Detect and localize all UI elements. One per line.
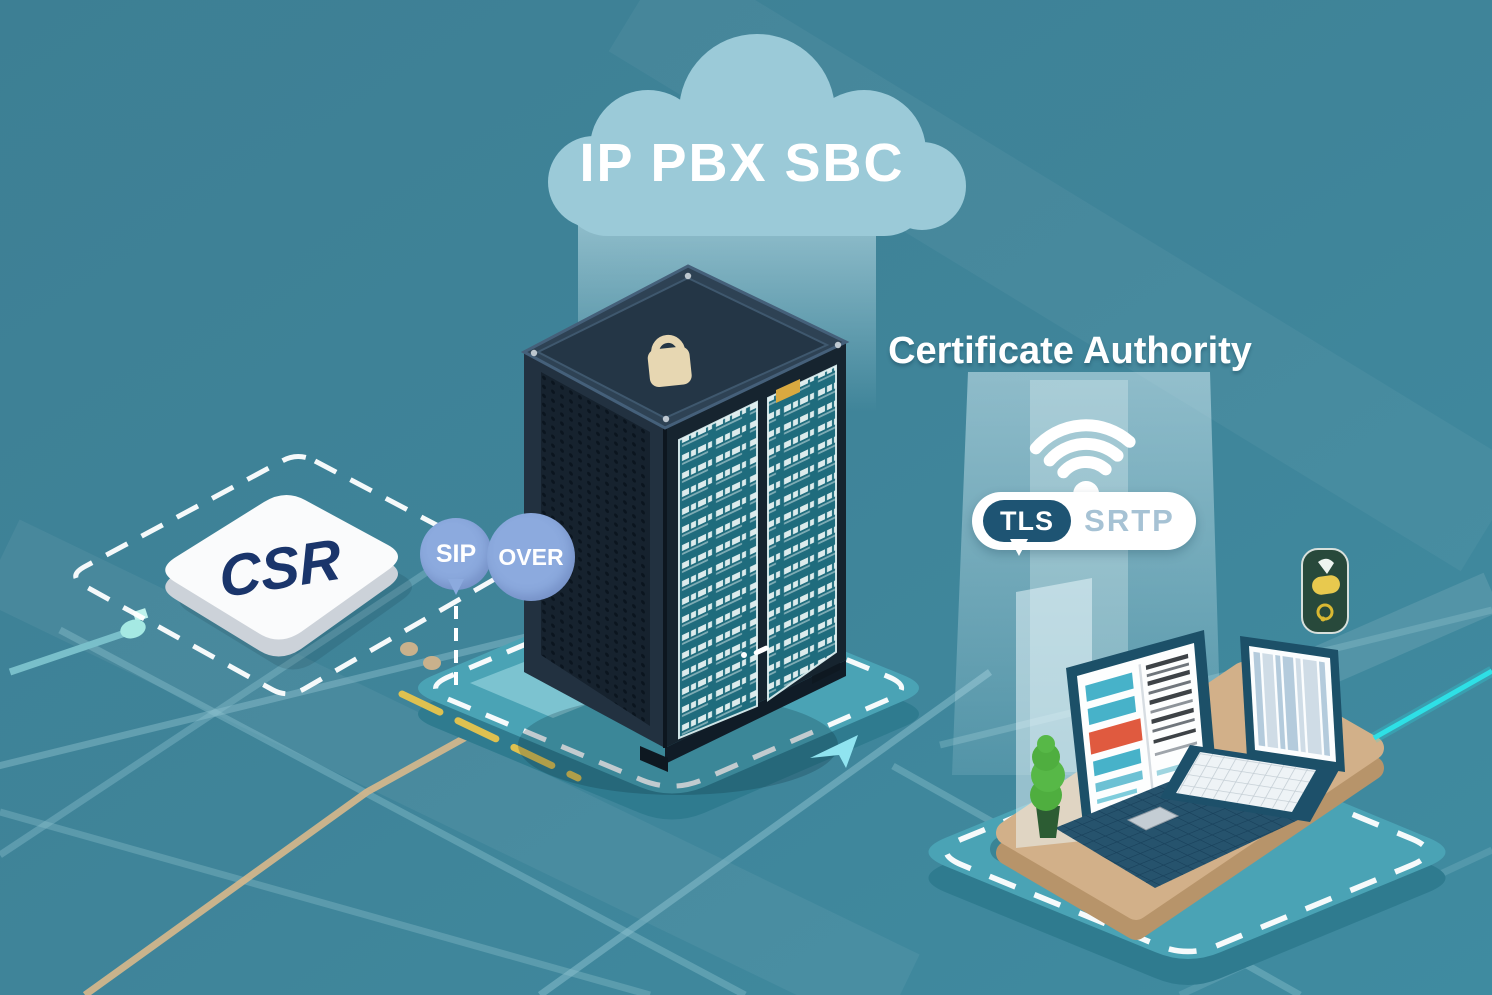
laptop [1160, 636, 1345, 822]
tree-icon [1030, 735, 1065, 838]
over-bubble: OVER [487, 513, 575, 601]
server-tower [520, 264, 850, 772]
csr-tile-top [165, 494, 398, 640]
screws [530, 272, 842, 423]
workstation-desk [990, 578, 1384, 940]
protocol-badge: TLS SRTP [972, 492, 1196, 556]
over-bubble-label: OVER [498, 543, 564, 570]
phone-icon [1301, 548, 1349, 634]
srtp-label: SRTP [1084, 503, 1175, 538]
cloud-shape [548, 34, 966, 236]
csr-dashed-diamond [73, 454, 511, 697]
laptop-screen-content [1253, 651, 1331, 756]
cyan-node [120, 619, 146, 639]
cloud-title: IP PBX SBC [579, 133, 905, 193]
server-vents [541, 372, 650, 726]
cyan-link [1371, 666, 1492, 743]
certificate-authority-title: Certificate Authority [888, 330, 1252, 372]
server-dashed-border [433, 589, 905, 789]
wifi-icon [1029, 419, 1136, 507]
lock-icon [647, 335, 692, 388]
arrow-icon [810, 735, 858, 768]
chip-icon [776, 379, 800, 403]
yellow-cable [398, 690, 582, 782]
tls-chip: TLS [983, 500, 1071, 542]
csr-group [73, 454, 511, 697]
chip-on-mat [1126, 806, 1180, 831]
monitor-content [1085, 653, 1200, 804]
sip-bubble: SIP [420, 518, 492, 595]
tan-node [423, 656, 441, 670]
sip-bubble-label: SIP [435, 539, 477, 568]
tan-node [400, 642, 418, 656]
